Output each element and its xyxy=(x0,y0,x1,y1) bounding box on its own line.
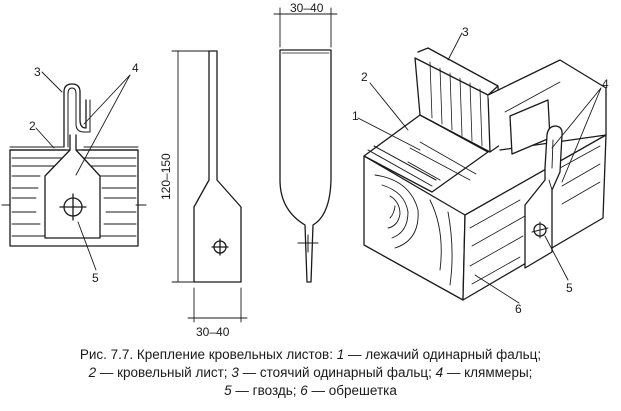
klammer-side-outline xyxy=(279,49,332,283)
iso-label-3: 3 xyxy=(462,25,469,39)
iso-label-2: 2 xyxy=(361,70,368,84)
klammer-side-view xyxy=(273,7,338,283)
iso-flat-seam xyxy=(367,145,441,187)
iso-view xyxy=(357,32,607,304)
left-label-4: 4 xyxy=(132,61,139,75)
left-label-3: 3 xyxy=(34,65,41,79)
iso-label-5: 5 xyxy=(566,281,573,295)
caption-line-1: Рис. 7.7. Крепление кровельных листов: 1… xyxy=(79,347,542,362)
caption-line-2: 2 — кровельный лист; 3 — стоячий одинарн… xyxy=(88,365,533,380)
left-section-view xyxy=(1,71,147,271)
left-standing-seam xyxy=(63,83,87,148)
iso-label-1: 1 xyxy=(352,109,359,123)
figure-caption: Рис. 7.7. Крепление кровельных листов: 1… xyxy=(0,346,621,400)
left-label-5: 5 xyxy=(92,271,99,285)
dim-120-150: 120–150 xyxy=(159,153,173,200)
dim-bottom-30-40: 30–40 xyxy=(196,325,230,339)
left-label-2: 2 xyxy=(29,119,36,133)
figure-drawing: 3 4 2 5 120–150 30–40 30–40 3 2 1 4 5 6 xyxy=(1,1,609,339)
caption-line-3: 5 — гвоздь; 6 — обрешетка xyxy=(224,383,397,398)
iso-label-6: 6 xyxy=(515,302,522,316)
left-klammer xyxy=(44,134,101,239)
dim-top-30-40: 30–40 xyxy=(290,1,324,15)
iso-label-4: 4 xyxy=(602,77,609,91)
klammer-flat-outline xyxy=(193,50,242,283)
klammer-flat-view xyxy=(171,50,248,323)
